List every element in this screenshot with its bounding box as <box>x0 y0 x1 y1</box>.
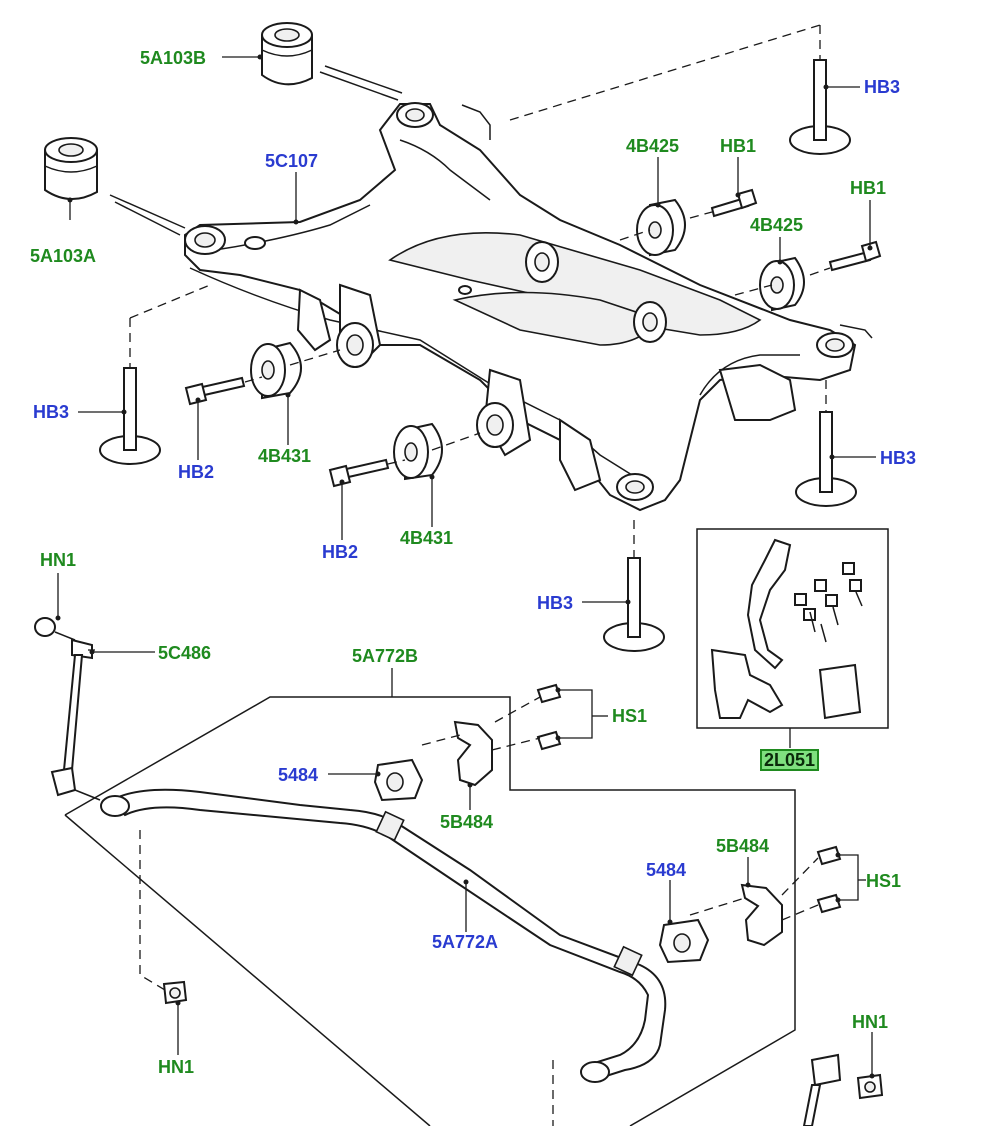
label-5c107: 5C107 <box>265 151 319 171</box>
stabilizer-bar <box>100 788 667 1083</box>
bush-4b425-lower <box>759 256 805 312</box>
label-hb3-right: HB3 <box>880 448 917 468</box>
label-5b484-lower: 5B484 <box>716 836 770 856</box>
label-hb1-upper: HB1 <box>720 136 757 156</box>
label-hb3-top-right: HB3 <box>864 77 901 97</box>
label-hb2-right: HB2 <box>322 542 359 562</box>
leader-lines <box>55 54 876 1079</box>
label-hb1-lower: HB1 <box>850 178 887 198</box>
label-5a103b: 5A103B <box>140 48 207 68</box>
label-5484-lower: 5484 <box>646 860 687 880</box>
bush-4b425-upper <box>636 198 686 257</box>
label-hb3-center: HB3 <box>537 593 574 613</box>
bar-bush-5484-upper <box>373 758 424 802</box>
nut-hn1-bottom-left <box>162 980 188 1005</box>
clamp-5b484-lower <box>740 883 783 947</box>
bar-bush-5484-lower <box>658 918 710 964</box>
kit-2l051-box <box>696 528 889 729</box>
bolts-hs1-upper <box>536 683 562 751</box>
bolt-hb1-upper <box>710 188 758 218</box>
label-hb3-left: HB3 <box>33 402 70 422</box>
stabilizer-link-right <box>802 1053 884 1126</box>
label-5a772a: 5A772A <box>432 932 499 952</box>
label-hn1-bottom-left: HN1 <box>158 1057 195 1077</box>
label-hb2-left: HB2 <box>178 462 215 482</box>
bolt-hb1-lower <box>828 240 882 272</box>
label-hn1-top-left: HN1 <box>40 550 77 570</box>
mount-bush-5a103a <box>44 137 98 200</box>
label-4b431-left: 4B431 <box>258 446 312 466</box>
rear-subframe <box>184 102 873 512</box>
label-hs1-lower: HS1 <box>866 871 902 891</box>
bolts-hs1-lower <box>816 845 842 914</box>
label-2l051: 2L051 <box>760 749 820 771</box>
bush-4b431-left <box>250 341 302 400</box>
hb3-stud-top-right <box>789 59 851 155</box>
label-5a103a: 5A103A <box>30 246 97 266</box>
label-5a772b: 5A772B <box>352 646 419 666</box>
label-4b431-right: 4B431 <box>400 528 454 548</box>
bar-frame-lines <box>64 696 796 1126</box>
stabilizer-link-left <box>34 617 101 801</box>
label-hs1-upper: HS1 <box>612 706 648 726</box>
label-hn1-bottom-right: HN1 <box>852 1012 889 1032</box>
hb3-stud-center <box>603 557 665 652</box>
mount-bush-5a103b <box>261 22 313 86</box>
hb3-stud-left <box>99 367 161 465</box>
label-5484-upper: 5484 <box>278 765 319 785</box>
bolt-hb2-right <box>328 458 390 488</box>
label-4b425-upper: 4B425 <box>626 136 680 156</box>
label-5b484-upper: 5B484 <box>440 812 494 832</box>
label-5c486: 5C486 <box>158 643 212 663</box>
hb3-stud-right <box>795 411 857 507</box>
bush-4b431-right <box>393 422 443 481</box>
bolt-hb2-left <box>184 376 246 406</box>
guide-lines <box>88 24 831 1126</box>
label-4b425-lower: 4B425 <box>750 215 804 235</box>
clamp-5b484-upper <box>453 720 493 787</box>
